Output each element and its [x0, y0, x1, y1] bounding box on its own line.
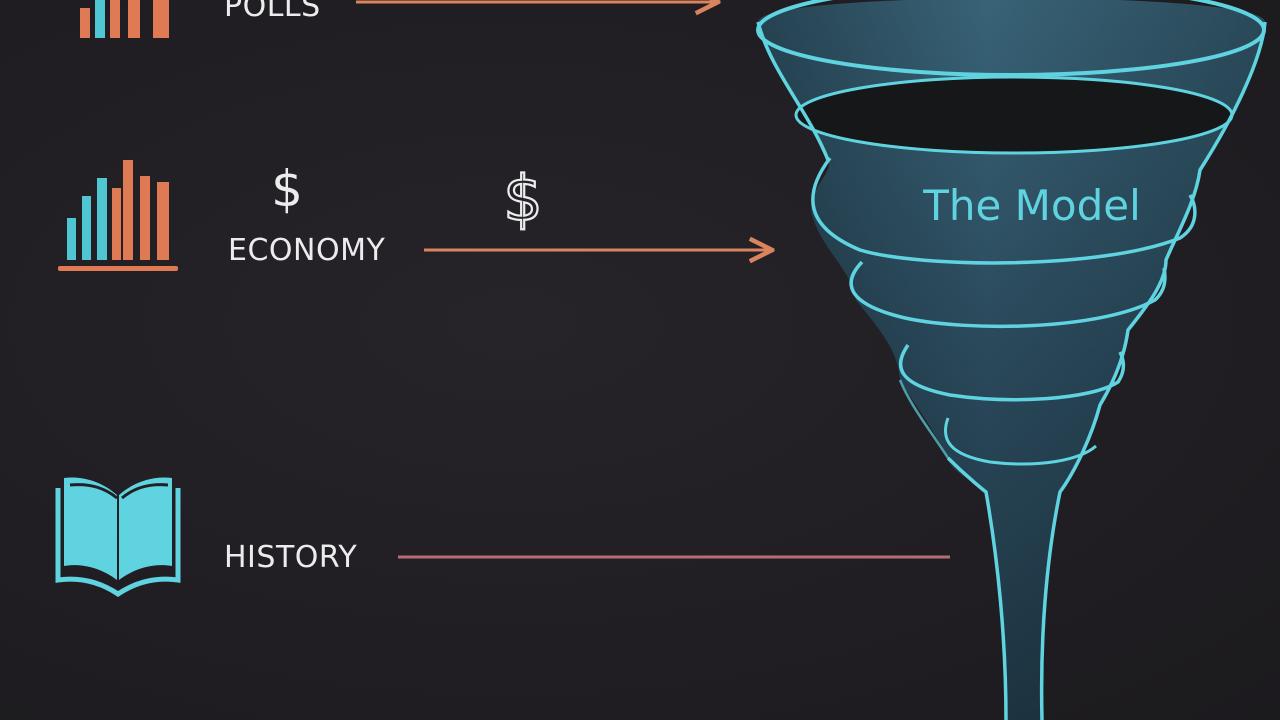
polls-label: POLLS [224, 0, 321, 24]
dollar-icon: $ [271, 160, 303, 218]
history-label: HISTORY [224, 540, 357, 575]
dollar-icon: $ [502, 161, 544, 236]
model-label: The Model [922, 181, 1141, 230]
open-book-icon [55, 477, 181, 598]
economy-bar-chart-icon [58, 160, 178, 271]
dollar-symbol-small: $ [271, 160, 303, 218]
economy-label: ECONOMY [228, 233, 385, 268]
dollar-symbol-outline: $ [503, 162, 542, 235]
polls-bar-chart-icon [80, 0, 169, 38]
funnel-icon [756, 0, 1267, 720]
